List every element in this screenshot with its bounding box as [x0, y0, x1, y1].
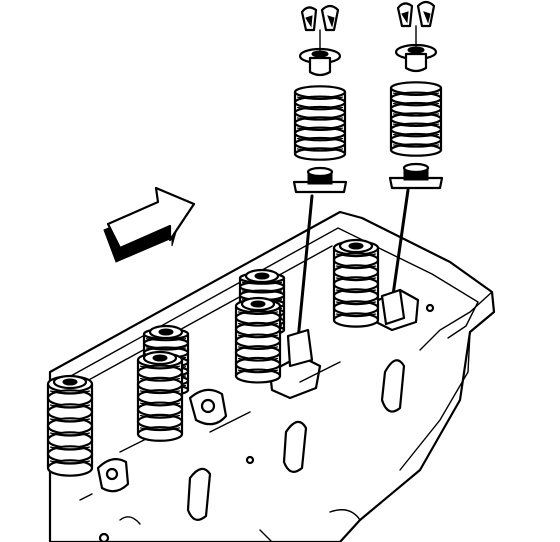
valve-stem-seal-icon: [388, 162, 444, 190]
spring-coil: [136, 426, 184, 442]
installed-stem-tip: [348, 242, 364, 250]
exploded-assemblies: [292, 0, 444, 194]
installed-spring-5: [136, 352, 184, 442]
valve-spring-retainer-icon: [298, 47, 342, 77]
valve-spring-retainer-icon: [394, 43, 438, 73]
spring-coil: [293, 147, 347, 161]
exploded-valve-assembly-right: [388, 0, 444, 190]
installed-springs: [46, 238, 380, 477]
valve-stem-seal-icon: [292, 166, 348, 194]
head-bolt-hole: [245, 455, 255, 465]
valve-keeper-icon: [396, 0, 436, 28]
valve-spring-icon: [389, 81, 443, 157]
spring-coil: [46, 459, 94, 477]
exploded-valve-assembly-left: [292, 4, 348, 194]
head-bolt-hole: [98, 532, 110, 542]
valve-spring-icon: [293, 85, 347, 161]
valve-keeper-icon: [300, 4, 340, 32]
spring-coil: [234, 368, 282, 384]
installed-spring-3: [234, 298, 282, 384]
direction-arrow-icon: [103, 186, 196, 263]
installed-stem-tip: [62, 378, 78, 386]
valve-stem-icon: [286, 188, 410, 368]
installed-stem-tip: [158, 328, 174, 336]
head-bolt-hole: [425, 303, 435, 313]
installed-spring-1: [332, 240, 380, 328]
installed-spring-6: [46, 375, 94, 477]
installed-stem-tip: [152, 354, 168, 362]
spring-coil: [332, 312, 380, 328]
installed-stem-tip: [250, 300, 266, 308]
installed-stem-tip: [254, 272, 270, 280]
spring-coil: [389, 143, 443, 157]
